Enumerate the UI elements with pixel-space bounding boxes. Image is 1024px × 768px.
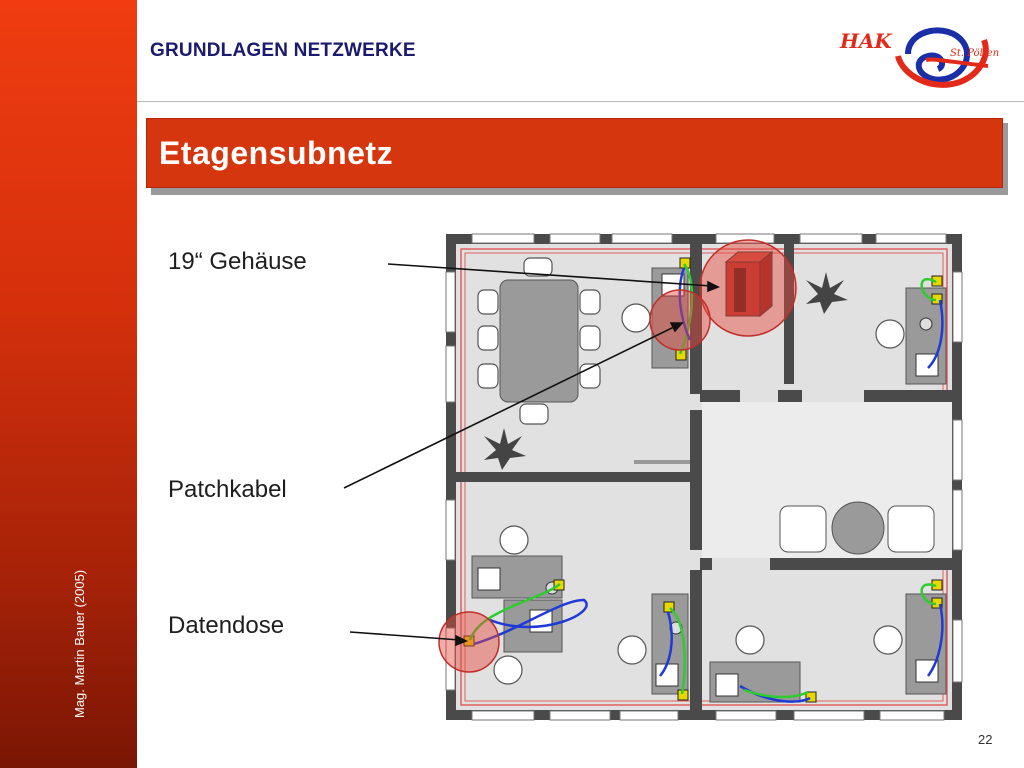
armchair-right [887,505,935,553]
label-data-socket: Datendose [168,612,285,639]
windows-right [952,271,963,683]
sidebar: Mag. Martin Bauer (2005) [0,0,137,768]
header-divider [137,101,1024,102]
logo-city-text: St. Pölten [950,48,999,59]
armchair-left [779,505,827,553]
highlight-circles [438,239,797,673]
conference-table [499,279,579,403]
logo-hak-text: HAK [839,29,893,53]
office-chairs [493,303,905,685]
label-patch-cable: Patchkabel [168,476,287,503]
windows-bottom [471,710,945,721]
title-bar: Etagensubnetz [146,118,1003,188]
hak-logo: HAK St. Pölten [839,27,999,88]
page-number: 22 [978,732,993,747]
cables [468,263,944,703]
plants [484,272,848,470]
rack-housing [724,250,774,318]
header-title: GRUNDLAGEN NETZWERKE [150,40,416,61]
label-housing: 19“ Gehäuse [168,248,307,275]
slide-title: Etagensubnetz [159,135,394,171]
pointer-arrows [343,263,720,647]
windows-left [445,271,456,691]
conference-chairs [477,257,601,425]
round-table [831,501,885,555]
windows-top [471,233,947,244]
